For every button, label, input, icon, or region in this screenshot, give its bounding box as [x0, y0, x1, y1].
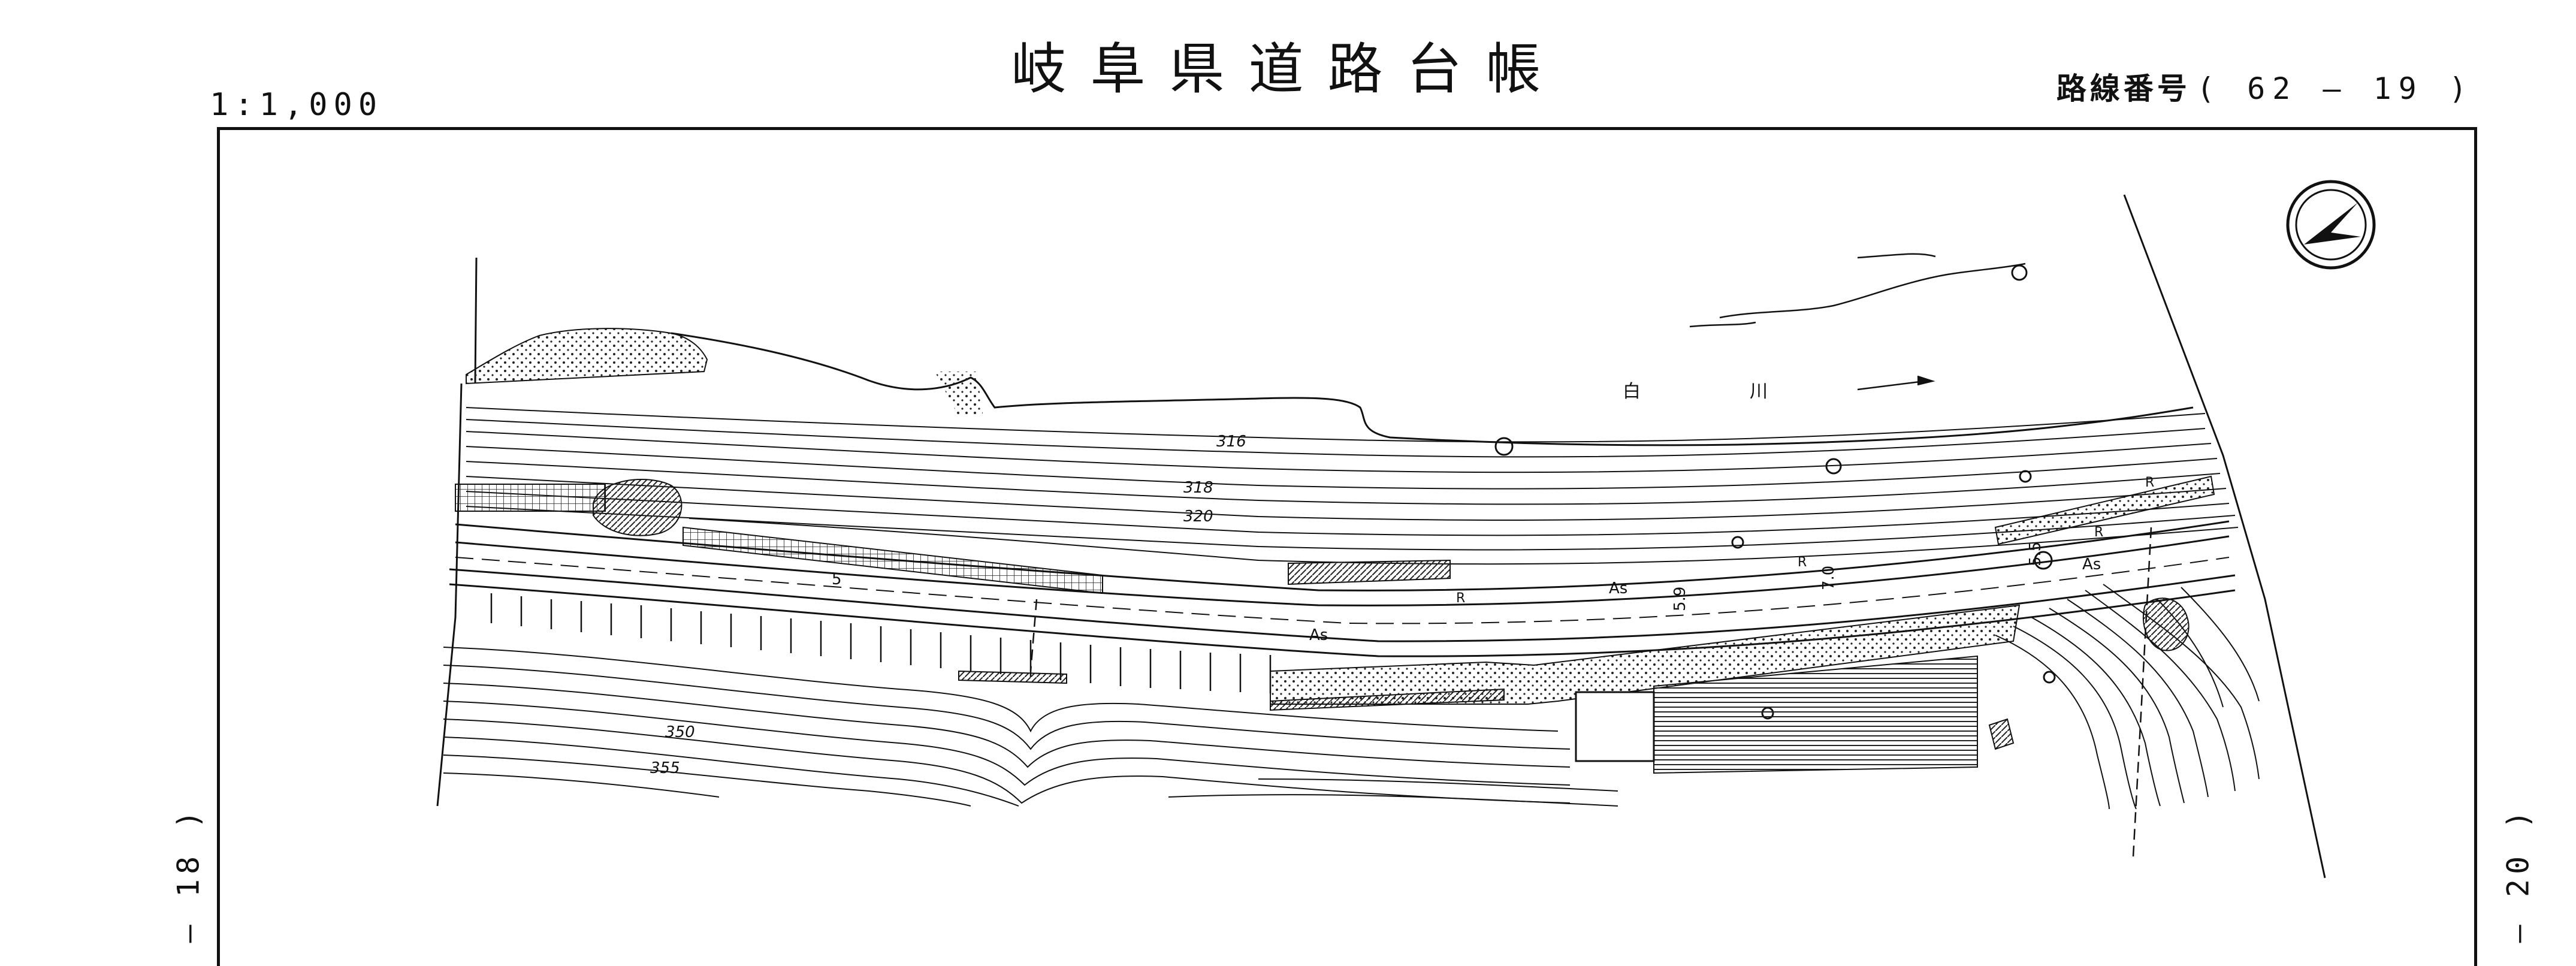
contours-lower	[443, 647, 1618, 807]
road-width-label: 5.9	[1671, 587, 1689, 611]
river-water-lines	[1689, 253, 2026, 391]
scale-label: 1:1,000	[210, 87, 383, 123]
river-shoreline	[671, 332, 2194, 446]
contour-label-320: 320	[1183, 508, 1213, 526]
road-surface-label: As	[2082, 556, 2101, 573]
embankment-dotted	[1270, 604, 2021, 705]
route-number-value: ( 62 — 19 )	[2196, 71, 2474, 106]
retaining-wall-upper-2	[1288, 559, 1451, 585]
contour-label-318: 318	[1183, 479, 1213, 497]
retaining-wall-right	[1994, 475, 2215, 545]
map-boundary-left	[436, 257, 478, 807]
dashed-boundary-2	[2132, 527, 2152, 858]
retaining-wall-label: R	[2094, 525, 2103, 540]
road-surface-label: As	[1609, 579, 1627, 597]
tree-symbol	[2011, 264, 2028, 281]
road-width-label: 5	[832, 570, 842, 588]
guardrail-posts	[490, 593, 1272, 693]
retaining-wall-label: R	[1798, 555, 1807, 570]
contour-label-316: 316	[1216, 433, 1246, 451]
contours-right	[1995, 584, 2260, 810]
road-width-label: 5.5	[2027, 542, 2045, 566]
north-arrow-icon	[2286, 180, 2376, 270]
page-title: 岐阜県道路台帳	[1011, 37, 1565, 101]
route-number: 路線番号( 62 — 19 )	[2056, 65, 2474, 108]
contour-label-355: 355	[650, 759, 680, 777]
retaining-wall-label: R	[1456, 591, 1465, 606]
road-width-label: 7.0	[1820, 566, 1838, 590]
rock-outcrop	[2142, 597, 2190, 651]
dashed-boundary	[1029, 599, 1038, 672]
rock-outcrop-2	[1988, 718, 2015, 750]
retaining-wall-left	[455, 484, 606, 512]
river-name-char-1: 白	[1623, 381, 1641, 402]
road-surface-label: As	[1309, 626, 1328, 644]
stepped-slope	[1653, 655, 1978, 774]
river-dots-patch	[935, 372, 983, 416]
tree-cluster	[593, 479, 682, 536]
road-centerline	[455, 557, 2230, 624]
river-name-char-2: 川	[1750, 381, 1768, 402]
river-bank-dotted	[466, 328, 708, 385]
contours-upper	[466, 407, 2239, 565]
road-map-drawing: 316 318 320	[436, 180, 2376, 879]
route-number-label: 路線番号	[2056, 71, 2191, 106]
retaining-wall-south	[958, 670, 1067, 684]
map-frame	[217, 127, 2477, 966]
map-boundary-right	[2123, 194, 2326, 879]
retaining-wall-label: R	[2145, 475, 2154, 490]
contour-label-350: 350	[665, 723, 695, 741]
structure-block	[1575, 691, 1655, 762]
